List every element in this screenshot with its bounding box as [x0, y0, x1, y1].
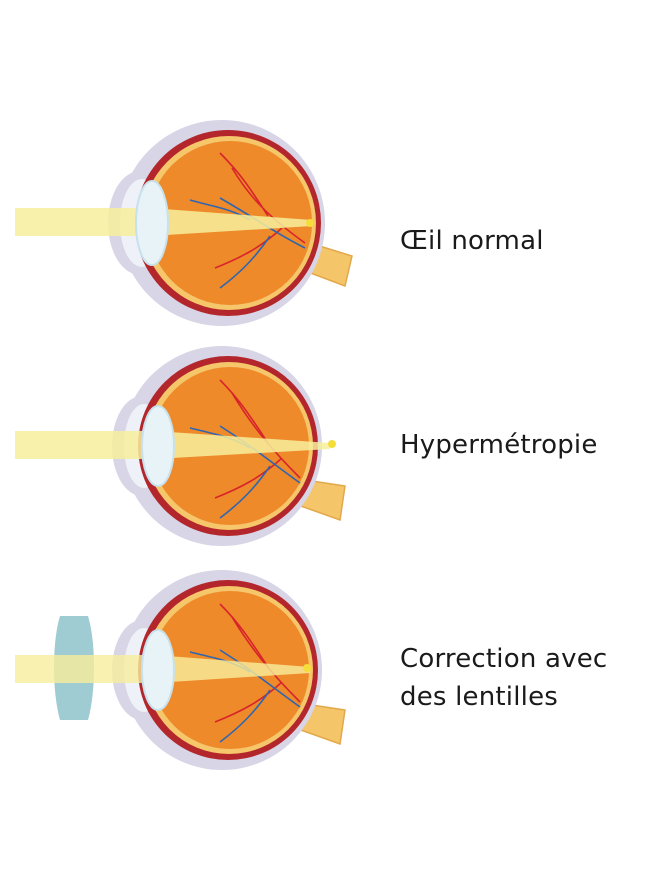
crystalline-lens: [141, 629, 175, 711]
label-line: Hypermétropie: [400, 430, 598, 460]
label-line: Correction avec: [400, 644, 608, 674]
eye-illustration-correction: [15, 570, 346, 770]
label-hyperopia: Hypermétropie: [400, 426, 598, 464]
focus-point: [328, 440, 336, 448]
focus-point: [306, 219, 314, 227]
blood-vessels: [189, 603, 301, 743]
eye-correction-graphic: [15, 570, 346, 770]
crystalline-lens: [141, 405, 175, 487]
diagram-normal-eye: Œil normal: [0, 108, 666, 338]
eye-illustration-normal: [15, 120, 353, 326]
label-line: Œil normal: [400, 226, 544, 256]
eye-illustration-hyperopia: [15, 346, 346, 546]
diagram-hyperopia: Hypermétropie: [0, 328, 666, 558]
label-line: des lentilles: [400, 682, 559, 712]
label-correction: Correction avec des lentilles: [400, 640, 607, 716]
eye-normal-graphic: [15, 120, 353, 326]
focus-point: [303, 664, 311, 672]
label-normal-eye: Œil normal: [400, 222, 544, 260]
crystalline-lens: [135, 180, 169, 266]
diagram-correction: Correction avec des lentilles: [0, 552, 666, 782]
eye-hyperopia-graphic: [15, 346, 346, 546]
